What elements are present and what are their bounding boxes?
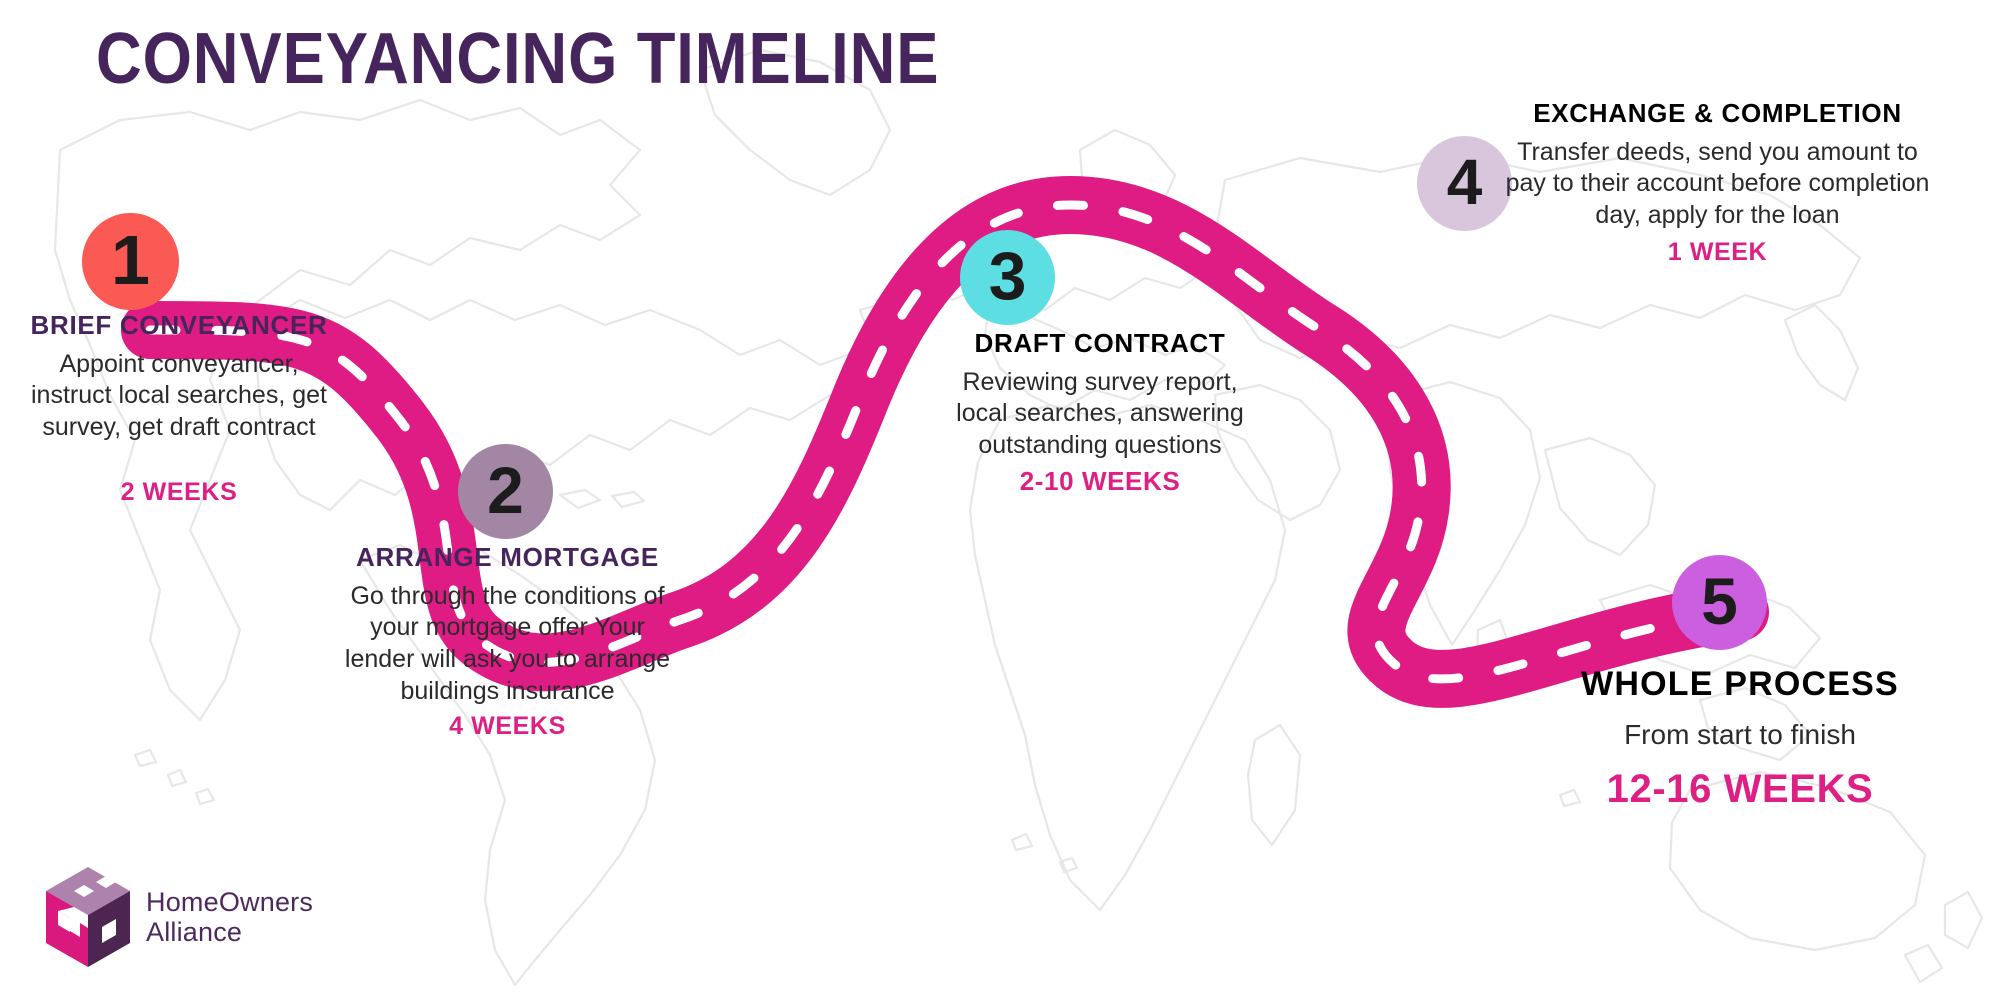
step-block-3: DRAFT CONTRACT Reviewing survey report, …: [940, 328, 1260, 497]
step-circle-3[interactable]: 3: [960, 230, 1055, 325]
step-block-2: ARRANGE MORTGAGE Go through the conditio…: [340, 542, 675, 741]
step-heading-5: WHOLE PROCESS: [1581, 665, 1899, 703]
step-body-5: From start to finish: [1624, 719, 1856, 751]
homeowners-alliance-cube-logo-icon: [46, 867, 130, 967]
step-body-2: Go through the conditions of your mortga…: [344, 581, 671, 705]
step-duration-1: 2 WEEKS: [120, 477, 238, 506]
step-block-1: BRIEF CONVEYANCER Appoint conveyancer, i…: [24, 310, 334, 507]
step-body-1: Appoint conveyancer, instruct local sear…: [31, 349, 327, 442]
step-number-1: 1: [111, 220, 150, 299]
logo-wordmark: HomeOwners Alliance: [146, 887, 313, 947]
step-number-4: 4: [1446, 145, 1483, 218]
step-body-3: Reviewing survey report, local searches,…: [956, 367, 1244, 460]
logo-line-2: Alliance: [146, 917, 243, 947]
step-body-4: Transfer deeds, send you amount to pay t…: [1505, 137, 1930, 230]
step-duration-3: 2-10 WEEKS: [1019, 465, 1181, 496]
step-duration-5: 12-16 WEEKS: [1606, 766, 1874, 811]
step-circle-1[interactable]: 1: [82, 213, 179, 310]
step-heading-3: DRAFT CONTRACT: [974, 328, 1226, 358]
homeowners-alliance-logo[interactable]: HomeOwners Alliance: [44, 865, 313, 969]
step-block-4: EXCHANGE & COMPLETION Transfer deeds, se…: [1500, 98, 1935, 267]
step-number-2: 2: [487, 452, 524, 527]
step-circle-2[interactable]: 2: [458, 444, 553, 539]
step-heading-4: EXCHANGE & COMPLETION: [1533, 98, 1902, 128]
step-circle-5[interactable]: 5: [1672, 555, 1767, 650]
logo-line-1: HomeOwners: [146, 886, 314, 917]
step-heading-1: BRIEF CONVEYANCER: [30, 310, 328, 340]
step-number-3: 3: [988, 237, 1027, 314]
page-title: CONVEYANCING TIMELINE: [96, 19, 940, 99]
step-heading-2: ARRANGE MORTGAGE: [356, 542, 659, 572]
step-duration-4: 1 WEEK: [1667, 237, 1768, 266]
step-circle-4[interactable]: 4: [1417, 136, 1512, 231]
step-duration-2: 4 WEEKS: [449, 711, 566, 740]
step-number-5: 5: [1701, 563, 1738, 638]
step-block-5: WHOLE PROCESS From start to finish 12-16…: [1540, 660, 1940, 812]
